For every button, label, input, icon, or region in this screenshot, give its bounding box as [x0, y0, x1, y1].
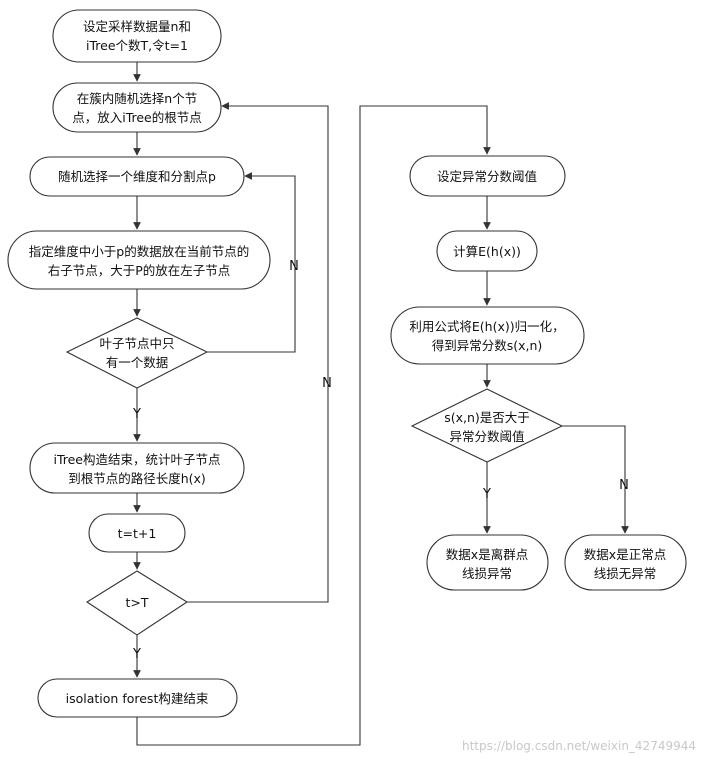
- node-set-threshold-line-1: 设定异常分数阈值: [437, 169, 537, 184]
- node-split: [7, 230, 271, 290]
- node-init: [52, 9, 222, 63]
- node-normal-line-2: 线损无异常: [594, 566, 657, 581]
- node-t-check: [85, 570, 189, 636]
- watermark: https://blog.csdn.net/weixin_42749944: [462, 739, 696, 753]
- node-threshold-check: [410, 388, 564, 463]
- node-tree-done-line-1: iTree构造结束，统计叶子节点: [53, 452, 220, 467]
- node-outlier: [426, 534, 549, 591]
- edge-label-threshold-no: N: [619, 478, 629, 493]
- edge-label-t-no: N: [322, 376, 332, 391]
- nodes: [7, 9, 687, 718]
- node-select-dim: [29, 156, 245, 197]
- node-tree-done: [29, 442, 245, 494]
- node-split-line-2: 右子节点，大于P的放在左子节点: [48, 263, 231, 278]
- edges: [133, 62, 629, 746]
- node-threshold-check-line-2: 异常分数阈值: [449, 429, 524, 444]
- node-normalize-line-2: 得到异常分数s(x,n): [432, 338, 543, 353]
- node-select-n-line-2: 点，放入iTree的根节点: [72, 110, 202, 125]
- edge-t-check-no-loop: [187, 102, 329, 603]
- node-increment: [88, 513, 186, 553]
- edge-label-leaf-no: N: [289, 259, 299, 274]
- node-select-dim-line-1: 随机选择一个维度和分割点p: [58, 169, 216, 184]
- node-init-line-2: iTree个数T,令t=1: [86, 38, 188, 53]
- edge-labels: N Y N Y Y N: [132, 259, 629, 662]
- node-select-n-line-1: 在簇内随机选择n个节: [77, 91, 197, 106]
- edge-forest-done-to-set-threshold: [136, 105, 491, 746]
- node-labels: 设定采样数据量n和 iTree个数T,令t=1 在簇内随机选择n个节 点，放入i…: [29, 19, 666, 706]
- node-outlier-line-1: 数据x是离群点: [446, 547, 528, 562]
- node-tree-done-line-2: 到根节点的路径长度h(x): [68, 471, 206, 486]
- node-init-line-1: 设定采样数据量n和: [83, 19, 191, 34]
- node-normalize-line-1: 利用公式将E(h(x))归一化，: [409, 319, 564, 334]
- node-threshold-check-line-1: s(x,n)是否大于: [444, 410, 530, 425]
- node-normalize: [390, 306, 585, 365]
- node-leaf-check-line-1: 叶子节点中只: [99, 336, 174, 351]
- edge-label-t-yes: Y: [132, 647, 141, 662]
- node-forest-done-line-1: isolation forest构建结束: [66, 691, 209, 706]
- node-compute-e: [436, 230, 538, 272]
- node-split-line-1: 指定维度中小于p的数据放在当前节点的: [29, 244, 249, 259]
- node-forest-done: [37, 678, 238, 718]
- node-t-check-line-1: t>T: [125, 595, 148, 610]
- node-compute-e-line-1: 计算E(h(x)): [453, 244, 521, 259]
- node-set-threshold: [409, 155, 566, 197]
- node-leaf-check-line-2: 有一个数据: [106, 355, 169, 370]
- node-normal-line-1: 数据x是正常点: [584, 547, 666, 562]
- node-leaf-check: [65, 317, 209, 389]
- edge-label-threshold-yes: Y: [482, 487, 491, 502]
- edge-label-leaf-yes: Y: [132, 407, 141, 422]
- node-normal: [564, 534, 687, 591]
- node-outlier-line-2: 线损异常: [462, 566, 512, 581]
- edge-threshold-check-no: [562, 425, 629, 534]
- edge-leaf-check-no-loop: [207, 172, 296, 353]
- node-select-n: [52, 82, 222, 133]
- node-increment-line-1: t=t+1: [118, 526, 157, 541]
